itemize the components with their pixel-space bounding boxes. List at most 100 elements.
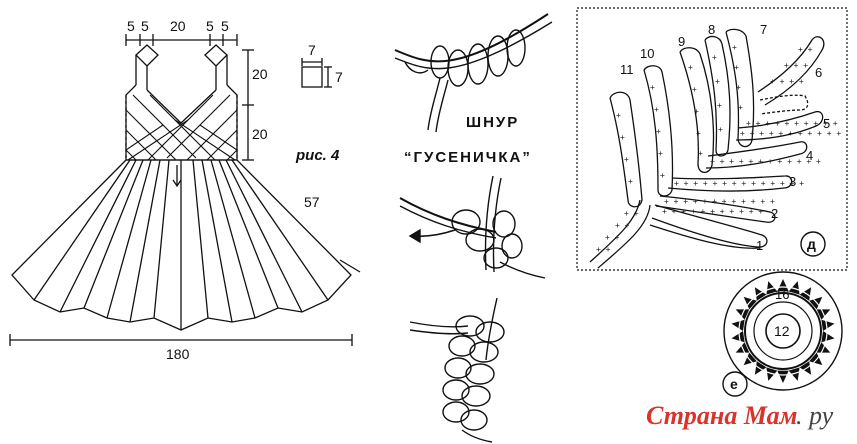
top-dim-label-5: 5 [221, 18, 229, 34]
flower-petal [731, 331, 745, 343]
cell-height-label: 7 [335, 69, 343, 85]
leaf-row-6: 6 [815, 65, 822, 80]
svg-text:+: + [654, 105, 659, 114]
flower-petal [754, 361, 767, 375]
svg-text:+ + + + + + + + + + + +: + + + + + + + + + + + + [710, 157, 821, 166]
svg-text:+: + [650, 83, 655, 92]
watermark: Страна Мам . ру [646, 401, 834, 430]
leaf-row-5: 5 [823, 116, 830, 131]
leaf-row-2: 2 [771, 206, 778, 221]
svg-text:+: + [736, 83, 741, 92]
panel-badge-e [722, 371, 748, 397]
flower-petal [731, 319, 745, 331]
svg-text:+: + [620, 133, 625, 142]
side-dim-label-lower: 20 [252, 126, 268, 142]
leaf-panel-frame [576, 7, 848, 271]
svg-text:+: + [616, 111, 621, 120]
flower-petal [809, 296, 823, 310]
hook-tip-icon [404, 61, 429, 74]
dress-diagram [9, 34, 361, 346]
leaf-row-10: 10 [640, 46, 654, 61]
leaf-row-9: 9 [678, 34, 685, 49]
watermark-text: Страна Мам [646, 401, 797, 430]
leaf-row-1: 1 [756, 238, 763, 253]
svg-text:+: + [628, 177, 633, 186]
cord-title-2: “ГУСЕНИЧКА” [404, 149, 532, 166]
svg-text:+: + [660, 171, 665, 180]
svg-text:+: + [688, 63, 693, 72]
svg-text:+: + [624, 155, 629, 164]
flower-center-number: 12 [774, 323, 790, 339]
cell-size-icon [301, 58, 332, 88]
flower-petal [799, 287, 812, 301]
left-strap-tip [135, 44, 159, 67]
svg-text:+: + [738, 103, 743, 112]
cord-title-1: ШНУР [466, 114, 519, 131]
svg-text:+ +: + + [798, 45, 813, 54]
flower-petal [777, 370, 789, 383]
flower-petal [821, 331, 835, 343]
skirt-panels [11, 159, 352, 331]
svg-text:+ +: + + [596, 245, 611, 254]
top-dim-label-1: 5 [127, 18, 135, 34]
flower-top-number: 16 [775, 287, 789, 302]
panel-label-e: е [730, 376, 738, 392]
leaf-row-4: 4 [806, 148, 813, 163]
svg-text:+ + + + + + + + + + + +: + + + + + + + + + + + + [664, 197, 775, 206]
top-dim-label-4: 5 [206, 18, 214, 34]
svg-text:+: + [718, 125, 723, 134]
flower-petal [821, 319, 835, 331]
leaf-panel: + + + + + + + + + + + + + + + + + + + + … [576, 7, 848, 271]
hem-dimension-tick [339, 259, 361, 273]
leaf-outline [589, 28, 825, 269]
svg-text:+: + [732, 43, 737, 52]
cord-illustration-2 [399, 175, 546, 279]
flower-petal-divider [738, 286, 828, 376]
svg-text:+ + + + + + + + + + +: + + + + + + + + + + + [662, 207, 763, 216]
flower-petal [777, 279, 789, 292]
bodice-lattice [125, 94, 238, 161]
top-dim-label-3: 20 [170, 18, 186, 34]
svg-text:+: + [656, 127, 661, 136]
svg-text:+: + [696, 129, 701, 138]
flower-diagram: 12 16 е [722, 271, 843, 397]
svg-text:+ + + + + + + + + + + + + +: + + + + + + + + + + + + + + [674, 179, 804, 188]
flower-petal [754, 287, 767, 301]
leaf-row-8: 8 [708, 22, 715, 37]
cell-width-label: 7 [308, 42, 316, 58]
svg-text:+ +: + + [615, 221, 630, 230]
watermark-suffix: . ру [796, 401, 834, 430]
leaf-row-3: 3 [789, 174, 796, 189]
top-dim-label-2: 5 [141, 18, 149, 34]
flower-petal [743, 296, 757, 310]
flower-petal [809, 352, 823, 366]
dress-labels: 5 5 20 5 5 20 20 57 180 рис. 4 7 7 [127, 18, 343, 362]
side-dim-label-upper: 20 [252, 66, 268, 82]
hem-dim-label: 57 [304, 194, 320, 210]
leaf-row-7: 7 [760, 22, 767, 37]
svg-text:+ +: + + [624, 209, 639, 218]
svg-text:+: + [698, 149, 703, 158]
svg-text:+ + + + + + + + + +: + + + + + + + + + + [746, 119, 838, 128]
svg-text:+: + [694, 107, 699, 116]
svg-text:+: + [715, 77, 720, 86]
leaf-row-11: 11 [620, 62, 634, 77]
right-strap-tip [204, 44, 228, 67]
stitch-marks: + + + + + + + + + + + + + + + + + + + + … [596, 43, 841, 254]
figure-label: рис. 4 [295, 147, 340, 164]
width-dim-label: 180 [166, 346, 190, 362]
flower-stitch-ring [753, 301, 813, 361]
svg-text:+ + + +: + + + + [770, 77, 804, 86]
svg-text:+: + [712, 53, 717, 62]
svg-text:+: + [658, 149, 663, 158]
flower-petal [743, 352, 757, 366]
svg-text:+: + [717, 101, 722, 110]
svg-text:+: + [692, 85, 697, 94]
panel-badge-d [800, 231, 826, 257]
svg-text:+ + +: + + + [784, 61, 808, 70]
svg-text:+: + [734, 63, 739, 72]
panel-label-d: д [807, 236, 816, 252]
flower-petal-ring [731, 279, 835, 383]
cord-illustration-1 [394, 13, 553, 133]
